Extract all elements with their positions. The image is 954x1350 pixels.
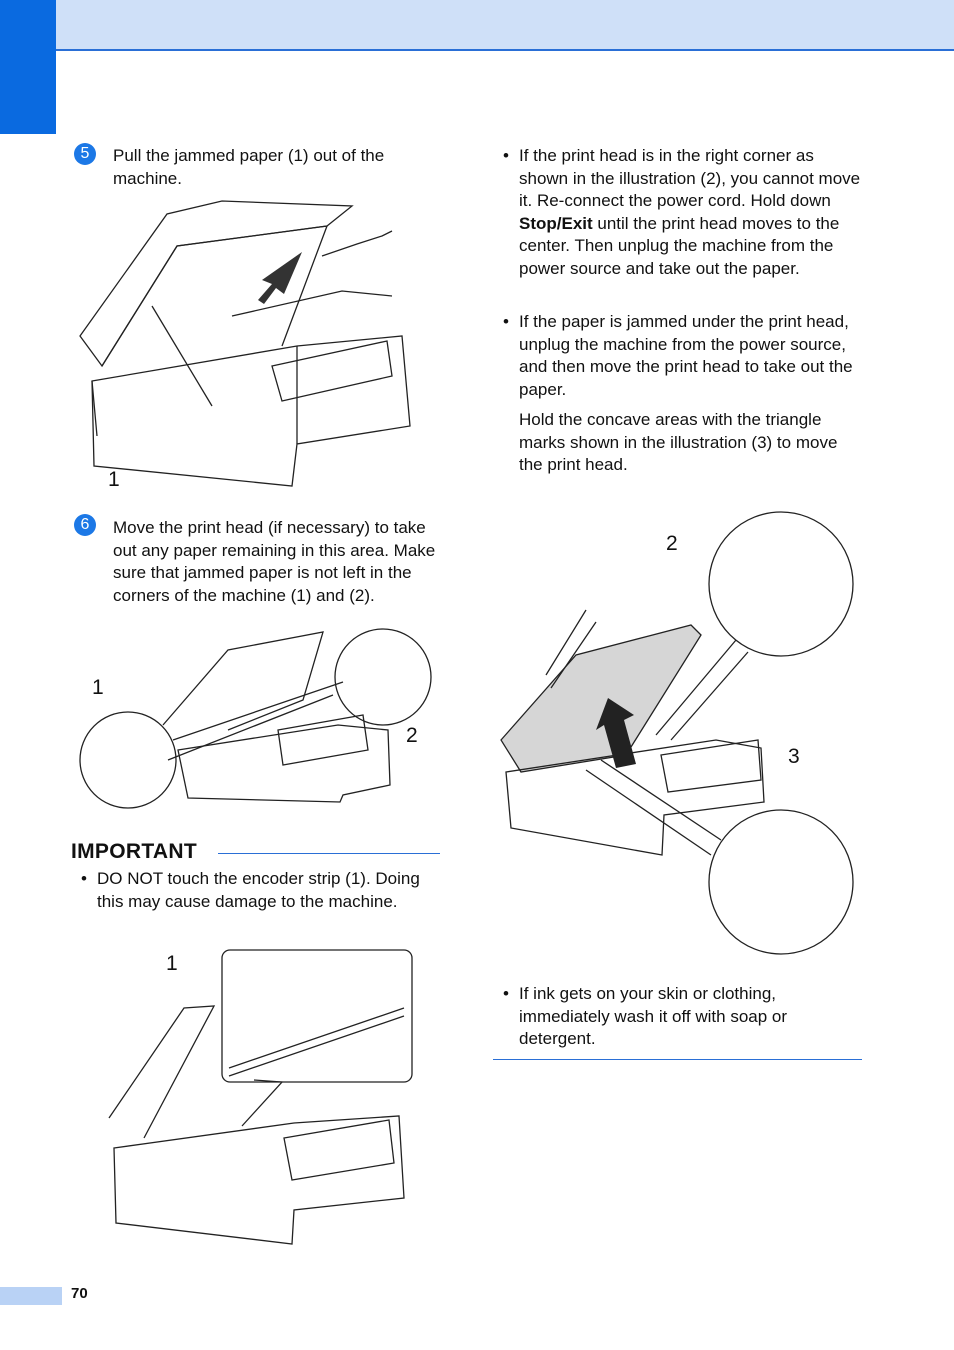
- figure-print-head-corners: 1 2: [78, 620, 438, 820]
- right-bullet-3: • If ink gets on your skin or clothing, …: [503, 983, 864, 1051]
- chapter-tab: [0, 0, 56, 134]
- bullet-dot: •: [503, 312, 509, 331]
- move-print-head-illustration: [500, 511, 854, 955]
- footer-tab: [0, 1287, 62, 1305]
- fig4-label-3: 3: [788, 745, 800, 768]
- right-bullet-2: • If the paper is jammed under the print…: [503, 311, 864, 401]
- right-bullet-3-text: If ink gets on your skin or clothing, im…: [519, 984, 788, 1048]
- printer-illustration: [79, 200, 411, 487]
- figure-pull-paper: 1: [72, 196, 422, 496]
- step-marker-5: 5: [74, 143, 96, 165]
- page-number: 70: [71, 1285, 88, 1302]
- printer-corners-illustration: [79, 628, 432, 809]
- right-bullet-1-pre: If the print head is in the right corner…: [519, 146, 861, 210]
- stop-exit-key: Stop/Exit: [519, 213, 593, 233]
- bullet-dot: •: [503, 146, 509, 165]
- important-end-rule: [493, 1059, 862, 1060]
- important-bullet: • DO NOT touch the encoder strip (1). Do…: [81, 868, 427, 913]
- step-5-text: Pull the jammed paper (1) out of the mac…: [113, 146, 385, 188]
- important-rule: [218, 853, 440, 854]
- step-6-text: Move the print head (if necessary) to ta…: [113, 518, 436, 605]
- right-bullet-1-post: until the print head moves to the center…: [519, 213, 840, 278]
- fig2-label-1: 1: [92, 676, 104, 699]
- fig2-label-2: 2: [406, 724, 418, 747]
- figure-encoder-strip: 1: [104, 948, 416, 1253]
- important-bullet-text: DO NOT touch the encoder strip (1). Doin…: [97, 869, 420, 911]
- fig1-label-1: 1: [108, 468, 120, 491]
- fig3-label-1: 1: [166, 952, 178, 975]
- figure-move-print-head: 2 3: [496, 510, 858, 958]
- bullet-dot: •: [81, 869, 87, 888]
- step-marker-6: 6: [74, 514, 96, 536]
- header-bar: [0, 0, 954, 51]
- encoder-strip-illustration: [108, 949, 413, 1245]
- fig4-label-2: 2: [666, 532, 678, 555]
- bullet-dot: •: [503, 984, 509, 1003]
- right-bullet-2-text: If the paper is jammed under the print h…: [519, 312, 853, 399]
- important-heading: IMPORTANT: [71, 840, 197, 863]
- right-bullet-1: • If the print head is in the right corn…: [503, 145, 864, 280]
- right-bullet-2-continuation: Hold the concave areas with the triangle…: [519, 410, 838, 474]
